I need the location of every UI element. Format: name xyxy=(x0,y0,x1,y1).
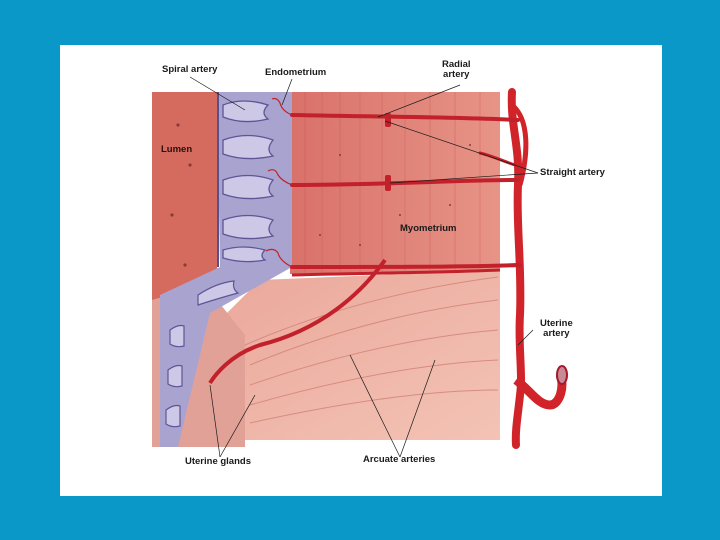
label-radial-artery-line2: artery xyxy=(442,70,471,80)
label-uterine-artery: Uterine artery xyxy=(540,319,573,339)
label-uterine-artery-line2: artery xyxy=(540,329,573,339)
label-lumen: Lumen xyxy=(161,145,192,155)
label-uterine-glands: Uterine glands xyxy=(185,457,251,467)
uterine-artery-cut-end xyxy=(557,366,567,384)
label-arcuate-arteries: Arcuate arteries xyxy=(363,455,435,465)
uterine-wall-illustration xyxy=(60,45,662,496)
label-endometrium: Endometrium xyxy=(265,68,326,78)
label-myometrium: Myometrium xyxy=(400,224,456,234)
slide: Spiral artery Endometrium Radial artery … xyxy=(60,45,662,496)
label-straight-artery: Straight artery xyxy=(540,168,605,178)
label-radial-artery: Radial artery xyxy=(442,60,471,80)
label-spiral-artery: Spiral artery xyxy=(162,65,217,75)
uterine-artery-trunk xyxy=(512,92,521,445)
